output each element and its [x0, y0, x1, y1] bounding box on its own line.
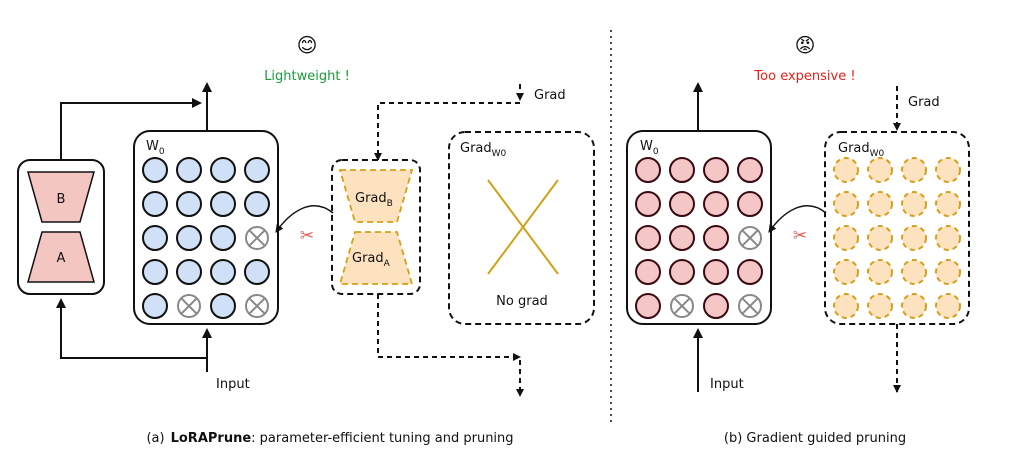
weight-b-neuron [635, 225, 661, 251]
grad-b-neuron [901, 157, 927, 183]
weight-b-neuron [635, 191, 661, 217]
weight-b-neuron [669, 259, 695, 285]
weight-a-neuron [142, 293, 168, 319]
grad-b-neuron [901, 293, 927, 319]
weight-a-neuron [142, 225, 168, 251]
weight-b-neuron [737, 157, 763, 183]
input-label-b: Input [710, 377, 744, 392]
grad-b-neuron [833, 191, 859, 217]
weight-b-neuron [737, 191, 763, 217]
grad-b-trapezoid [338, 169, 414, 223]
caption-a: (a)LoRAPrune: parameter-efficient tuning… [146, 431, 513, 446]
weight-a-neuron [176, 191, 202, 217]
grad-b-neuron [901, 225, 927, 251]
weight-b-neuron [635, 157, 661, 183]
grad-b-neuron [901, 191, 927, 217]
grad-b-neuron [867, 225, 893, 251]
caption-b: (b) Gradient guided pruning [724, 431, 906, 446]
weight-a-neuron [210, 259, 236, 285]
grad-b-neuron [833, 293, 859, 319]
weight-a-neuron [142, 157, 168, 183]
grad-b-neuron [833, 225, 859, 251]
grad-out-route-a [377, 294, 521, 361]
weight-b-neuron [703, 225, 729, 251]
grad-label-b: Grad [908, 95, 940, 110]
lora-output-path [60, 98, 202, 160]
grad-b-neuron [867, 259, 893, 285]
weight-b-neuron [737, 259, 763, 285]
grad-b-neuron [935, 225, 961, 251]
mood-text-lightweight: Lightweight ! [264, 69, 350, 84]
prune-curve-a [275, 205, 334, 233]
prune-x-mark [249, 230, 265, 246]
prune-x-mark [674, 298, 690, 314]
lora-input-path [56, 298, 207, 359]
grad-a-trapezoid [338, 231, 414, 285]
grad-label-a: Grad [534, 88, 566, 103]
weight-a-neuron [210, 191, 236, 217]
grad-route-a [374, 102, 520, 161]
weight-b-neuron [703, 259, 729, 285]
weight-b-neuron [669, 225, 695, 251]
weight-a-neuron [210, 293, 236, 319]
weight-a-neuron [244, 191, 270, 217]
grad-w0-label-a: GradW0 [460, 141, 507, 159]
prune-x-mark [742, 298, 758, 314]
scissors-icon-b: ✂ [793, 226, 807, 246]
lora-a-trapezoid [27, 231, 95, 283]
lora-b-trapezoid [27, 171, 95, 223]
weight-grid-b [635, 157, 763, 319]
weight-a-neuron [210, 225, 236, 251]
no-grad-label: No grad [496, 294, 548, 309]
grad-b-neuron [935, 191, 961, 217]
weight-b-neuron [635, 259, 661, 285]
weight-b-neuron [669, 191, 695, 217]
weight-b-neuron [635, 293, 661, 319]
mood-emoji-happy: 😊 [297, 33, 318, 57]
weight-a-neuron [210, 157, 236, 183]
grad-b-neuron [935, 293, 961, 319]
weight-a-neuron [176, 259, 202, 285]
weight-a-neuron [142, 191, 168, 217]
prune-x-mark [249, 298, 265, 314]
grad-b-neuron [867, 157, 893, 183]
weight-b-neuron [703, 157, 729, 183]
grad-b-neuron [901, 259, 927, 285]
weight-b-neuron [703, 191, 729, 217]
grad-grid-b [833, 157, 961, 319]
weight-b-neuron [669, 157, 695, 183]
weight-a-neuron [176, 157, 202, 183]
lora-b-label: B [57, 192, 66, 207]
input-label-a: Input [216, 377, 250, 392]
no-grad-cross-2 [487, 179, 559, 275]
weight-a-neuron [176, 225, 202, 251]
panel-a: 😊 Lightweight ! B A W0 Input Grad GradB [17, 33, 595, 446]
weight-a-neuron [142, 259, 168, 285]
mood-text-expensive: Too expensive ! [753, 69, 855, 84]
grad-b-neuron [935, 157, 961, 183]
weight-a-neuron [244, 259, 270, 285]
grad-b-neuron [867, 191, 893, 217]
panel-b: 😡 Too expensive ! W0 Input Grad GradW0 ✂… [626, 33, 970, 446]
grad-b-neuron [935, 259, 961, 285]
weight-label-b: W0 [640, 139, 659, 157]
weight-b-neuron [703, 293, 729, 319]
lora-a-label: A [57, 251, 66, 266]
grad-b-neuron [833, 157, 859, 183]
prune-curve-b [768, 205, 827, 233]
mood-emoji-angry: 😡 [795, 33, 816, 57]
prune-x-mark [181, 298, 197, 314]
prune-x-mark [742, 230, 758, 246]
weight-a-neuron [244, 157, 270, 183]
grad-w0-label-b: GradW0 [838, 141, 885, 159]
scissors-icon-a: ✂ [300, 226, 314, 246]
grad-w0-box-b [824, 131, 970, 325]
grad-a-label: GradA [352, 251, 391, 269]
weight-label-a: W0 [146, 139, 165, 157]
grad-b-label: GradB [355, 191, 393, 209]
grad-b-neuron [867, 293, 893, 319]
weight-grid-a [142, 157, 270, 319]
grad-b-neuron [833, 259, 859, 285]
